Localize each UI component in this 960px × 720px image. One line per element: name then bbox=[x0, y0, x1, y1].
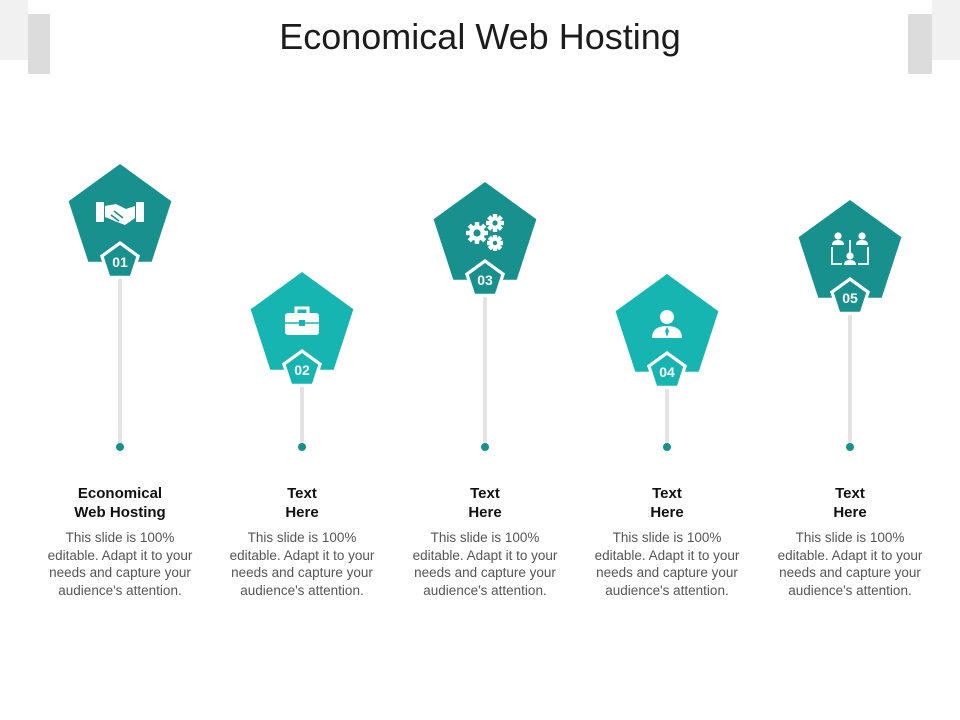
connector-dot bbox=[116, 443, 124, 451]
step-description: This slide is 100% editable. Adapt it to… bbox=[47, 530, 193, 598]
step-04: 04 bbox=[615, 274, 719, 451]
step-number: 04 bbox=[659, 364, 675, 380]
gears-icon bbox=[466, 214, 504, 251]
connector-dot bbox=[846, 443, 854, 451]
connector-dot bbox=[663, 443, 671, 451]
step-number: 03 bbox=[477, 272, 493, 288]
step-02: 02 bbox=[250, 272, 354, 451]
team-hierarchy-icon bbox=[831, 232, 869, 265]
number-badge bbox=[468, 263, 502, 294]
connector-dot bbox=[298, 443, 306, 451]
briefcase-icon bbox=[285, 306, 319, 335]
user-icon bbox=[652, 310, 682, 338]
step-description: This slide is 100% editable. Adapt it to… bbox=[412, 530, 558, 598]
step-description: This slide is 100% editable. Adapt it to… bbox=[229, 530, 375, 598]
connector-dot bbox=[481, 443, 489, 451]
number-badge bbox=[650, 355, 684, 386]
step-description: This slide is 100% editable. Adapt it to… bbox=[777, 530, 923, 598]
corner-decoration-left bbox=[0, 0, 50, 74]
step-number: 01 bbox=[112, 254, 128, 270]
step-01: 01 bbox=[68, 164, 172, 451]
corner-decoration-right bbox=[908, 0, 960, 74]
step-number: 05 bbox=[842, 290, 858, 306]
step-number: 02 bbox=[294, 362, 310, 378]
number-badge bbox=[833, 281, 867, 312]
step-03: 03 bbox=[433, 182, 537, 451]
step-05: 05 bbox=[798, 200, 902, 451]
step-description: This slide is 100% editable. Adapt it to… bbox=[594, 530, 740, 598]
page-title: Economical Web Hosting bbox=[279, 16, 681, 57]
handshake-icon bbox=[96, 202, 144, 225]
number-badge bbox=[103, 245, 137, 276]
number-badge bbox=[285, 353, 319, 384]
